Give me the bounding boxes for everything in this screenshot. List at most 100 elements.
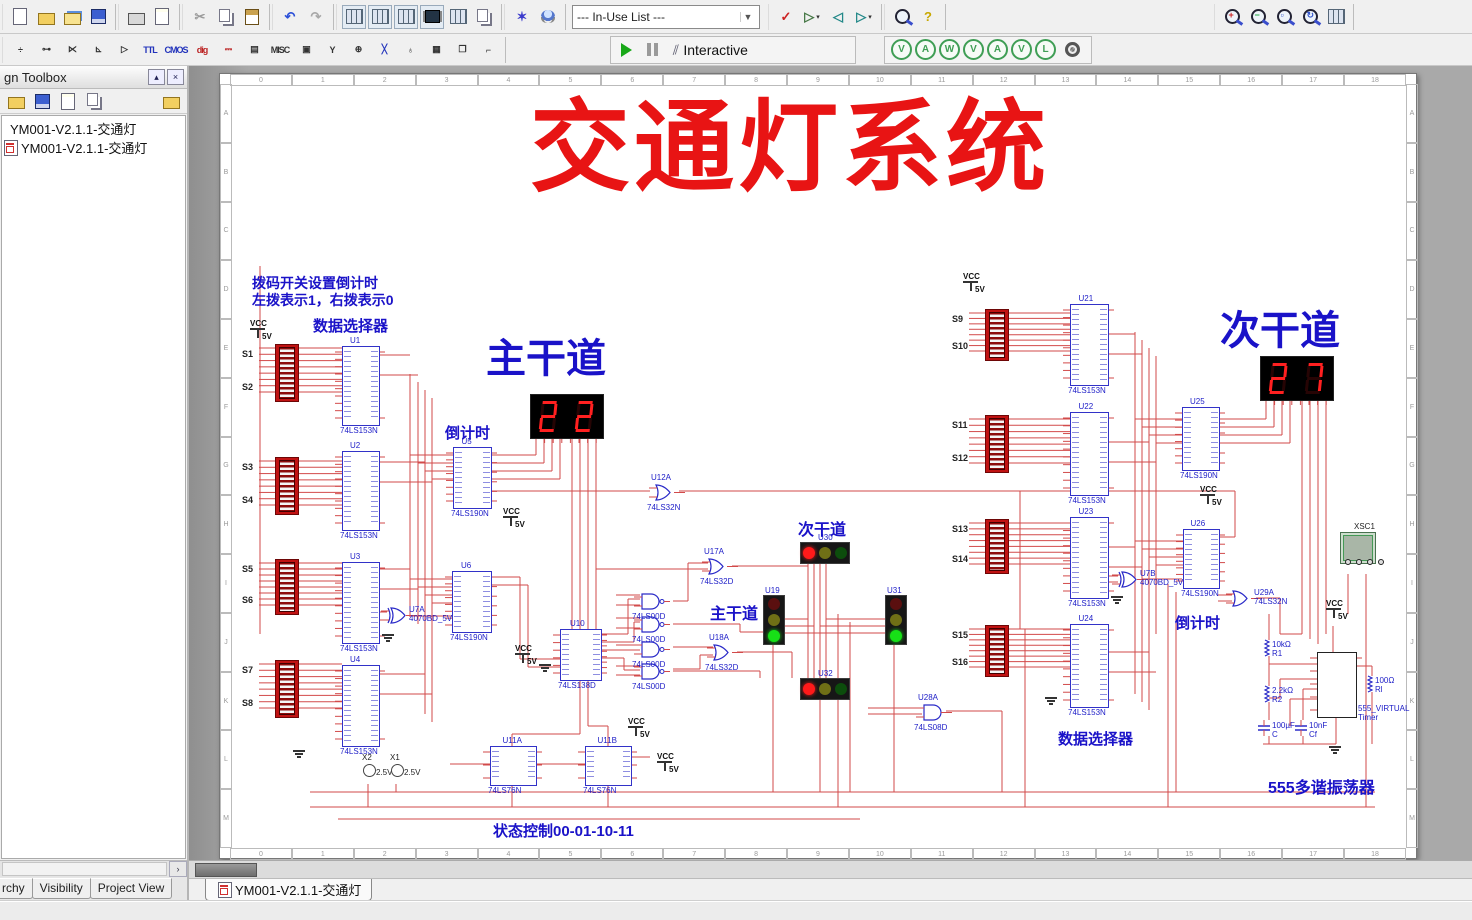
resistor-R1[interactable] [1262,640,1272,656]
panel-tab-project-view[interactable]: Project View [89,878,173,899]
traffic-light-U32[interactable] [800,678,850,700]
chip-U3[interactable] [342,562,380,644]
place-power-button[interactable]: ⎓ [224,44,232,54]
print-button[interactable] [124,5,148,29]
place-indicator-button[interactable]: ▤ [250,44,258,54]
toggle-design-toolbox-button[interactable] [342,4,366,29]
back-annotate-button[interactable]: ◁ [833,8,843,24]
toolbox-save-button[interactable] [30,89,54,113]
new-file-button[interactable] [8,5,32,29]
gate-74LS00D[interactable] [640,641,664,658]
database-view-button[interactable] [394,4,418,29]
paste-button[interactable] [240,5,264,29]
probe-digital-button[interactable]: L [1035,39,1056,60]
probe-current-ref-button[interactable]: A [987,39,1008,60]
traffic-light-U30[interactable] [800,542,850,564]
dip-switch-S1-S2[interactable] [275,344,299,402]
tree-item-0[interactable]: YM001-V2.1.1-交通灯 [2,119,185,138]
place-analog-button[interactable]: ▷ [121,44,128,54]
gate-U12A[interactable] [655,484,679,501]
resistor-R2[interactable] [1262,686,1272,702]
chip-U1[interactable] [342,346,380,426]
place-connector-button[interactable]: ♁ [407,44,414,55]
capacitor-Cf[interactable] [1295,720,1307,736]
traffic-light-U19[interactable] [763,595,785,645]
panel-tab-rchy[interactable]: rchy [0,878,33,899]
erc-check-button[interactable]: ✓ [780,8,792,24]
gate-74LS00D[interactable] [640,663,664,680]
gate-U18A[interactable] [713,644,737,661]
dip-switch-S5-S6[interactable] [275,559,299,615]
place-ni-component-button[interactable]: ╳ [381,44,388,54]
gate-U28A[interactable] [922,704,946,721]
document-tab[interactable]: YM001-V2.1.1-交通灯 [205,879,373,901]
open-file-button[interactable] [34,5,58,29]
annotation-text-5[interactable]: 次干道 [798,522,847,539]
place-misc-button[interactable]: MISC [270,44,290,55]
create-component-button[interactable]: ✶ [516,8,528,24]
gate-U29A[interactable] [1232,590,1256,607]
annotation-text-2[interactable]: 数据选择器 [313,318,389,335]
help-button[interactable]: ? [924,9,932,24]
toolbox-copy-button[interactable] [82,89,106,113]
probe-voltage-ref-button[interactable]: V [963,39,984,60]
in-use-list-dropdown[interactable]: --- In-Use List ---▼ [572,4,760,29]
annotation-text-1[interactable]: 左拨表示1，右拨表示0 [252,292,394,308]
redo-button[interactable]: ↷ [310,8,322,24]
scroll-thumb[interactable] [195,863,257,877]
oscilloscope-XSC1[interactable] [1340,532,1384,565]
undo-button[interactable]: ↶ [284,8,296,24]
probe-voltage-button[interactable]: V [891,39,912,60]
place-advanced-peripherals-button[interactable]: ▣ [302,44,310,54]
zoom-in-button[interactable]: + [1220,5,1244,29]
chip-U2[interactable] [342,451,380,531]
seven-seg-display-1[interactable] [1260,356,1334,401]
save-button[interactable] [86,5,110,29]
chip-U11A[interactable] [490,746,537,786]
toolbox-open-button[interactable] [4,89,28,113]
dip-switch-S7-S8[interactable] [275,660,299,718]
place-ttl-button[interactable]: TTL [143,44,157,55]
gate-74LS00D[interactable] [640,593,664,610]
spreadsheet-view-button[interactable] [368,4,392,29]
panel-tab-visibility[interactable]: Visibility [31,878,91,899]
place-mcu-button[interactable]: ▦ [432,44,440,54]
place-transistor-button[interactable]: ⊾ [94,44,102,54]
gate-U7A[interactable] [387,607,411,624]
annotation-text-9[interactable]: 数据选择器 [1058,731,1134,748]
zoom-area-button[interactable]: ▫ [1272,5,1296,29]
chip-U10[interactable] [560,629,602,681]
dip-switch-S11-S12[interactable] [985,415,1009,473]
panel-minimize-button[interactable]: ▴ [148,69,165,85]
traffic-light-U31[interactable] [885,595,907,645]
panel-close-button[interactable]: × [167,69,184,85]
database-manager-button[interactable] [536,5,560,29]
gate-U7B[interactable] [1118,571,1142,588]
print-preview-button[interactable] [150,5,174,29]
chip-U6[interactable] [452,571,492,633]
place-cmos-button[interactable]: CMOS [164,44,189,55]
chip-U4[interactable] [342,665,380,747]
annotation-text-8[interactable]: 倒计时 [1175,615,1221,632]
dip-switch-S15-S16[interactable] [985,625,1009,677]
lamp-X2[interactable] [363,764,376,777]
toolbox-new-sheet-button[interactable] [56,89,80,113]
probe-power-button[interactable]: W [939,39,960,60]
find-button[interactable] [890,5,914,29]
cut-button[interactable]: ✂ [194,8,206,24]
annotation-text-3[interactable]: 倒计时 [445,425,491,442]
place-source-button[interactable]: ÷ [18,44,23,55]
grapher-button[interactable] [420,4,444,29]
zoom-fit-button[interactable]: ↻ [1298,5,1322,29]
annotation-text-10[interactable]: 状态控制00-01-10-11 [493,823,634,840]
chip-555[interactable] [1317,652,1357,718]
place-basic-button[interactable]: ⊶ [42,44,51,54]
netlist-viewer-button[interactable] [446,5,470,29]
interactive-mode-label[interactable]: Interactive [683,41,748,58]
capacitor-C[interactable] [1258,720,1270,736]
place-electromechanical-button[interactable]: ⊕ [354,44,362,54]
chip-U11B[interactable] [585,746,632,786]
copy-button[interactable] [214,5,238,29]
forward-annotate-button[interactable]: ▷▾ [856,8,872,24]
